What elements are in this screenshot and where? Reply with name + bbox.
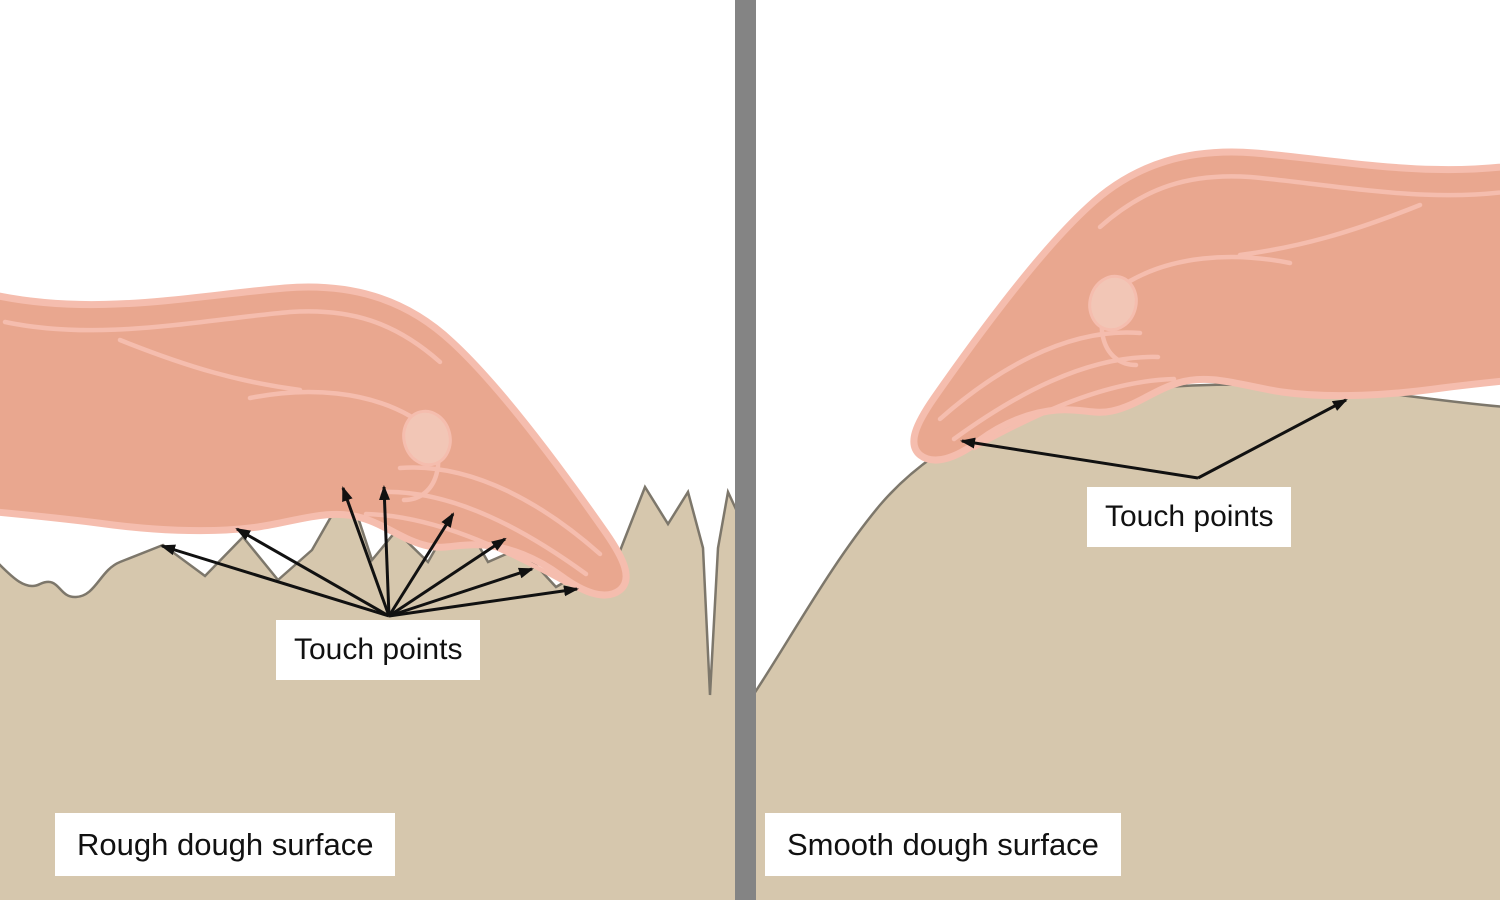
touch-arrow — [388, 567, 534, 618]
touch-arrow — [960, 437, 1199, 480]
touch-arrow — [379, 485, 391, 617]
rough-dough-surface — [0, 483, 743, 900]
touch-arrows-right — [960, 398, 1348, 480]
touch-arrow — [387, 512, 455, 617]
panel-divider — [735, 0, 756, 900]
touch-arrow — [388, 585, 579, 618]
touch-arrow — [388, 537, 507, 618]
left-panel — [0, 287, 743, 900]
caption-rough-dough: Rough dough surface — [55, 813, 396, 877]
touch-arrow — [235, 527, 390, 618]
touch-arrow — [1197, 398, 1348, 480]
touch-arrow — [160, 544, 390, 618]
touch-points-label-left: Touch points — [276, 620, 481, 680]
touch-arrow — [341, 486, 391, 617]
right-panel — [748, 152, 1500, 900]
touch-points-label-right: Touch points — [1087, 487, 1292, 547]
caption-smooth-dough: Smooth dough surface — [765, 813, 1121, 877]
touch-arrows-left — [160, 485, 579, 618]
